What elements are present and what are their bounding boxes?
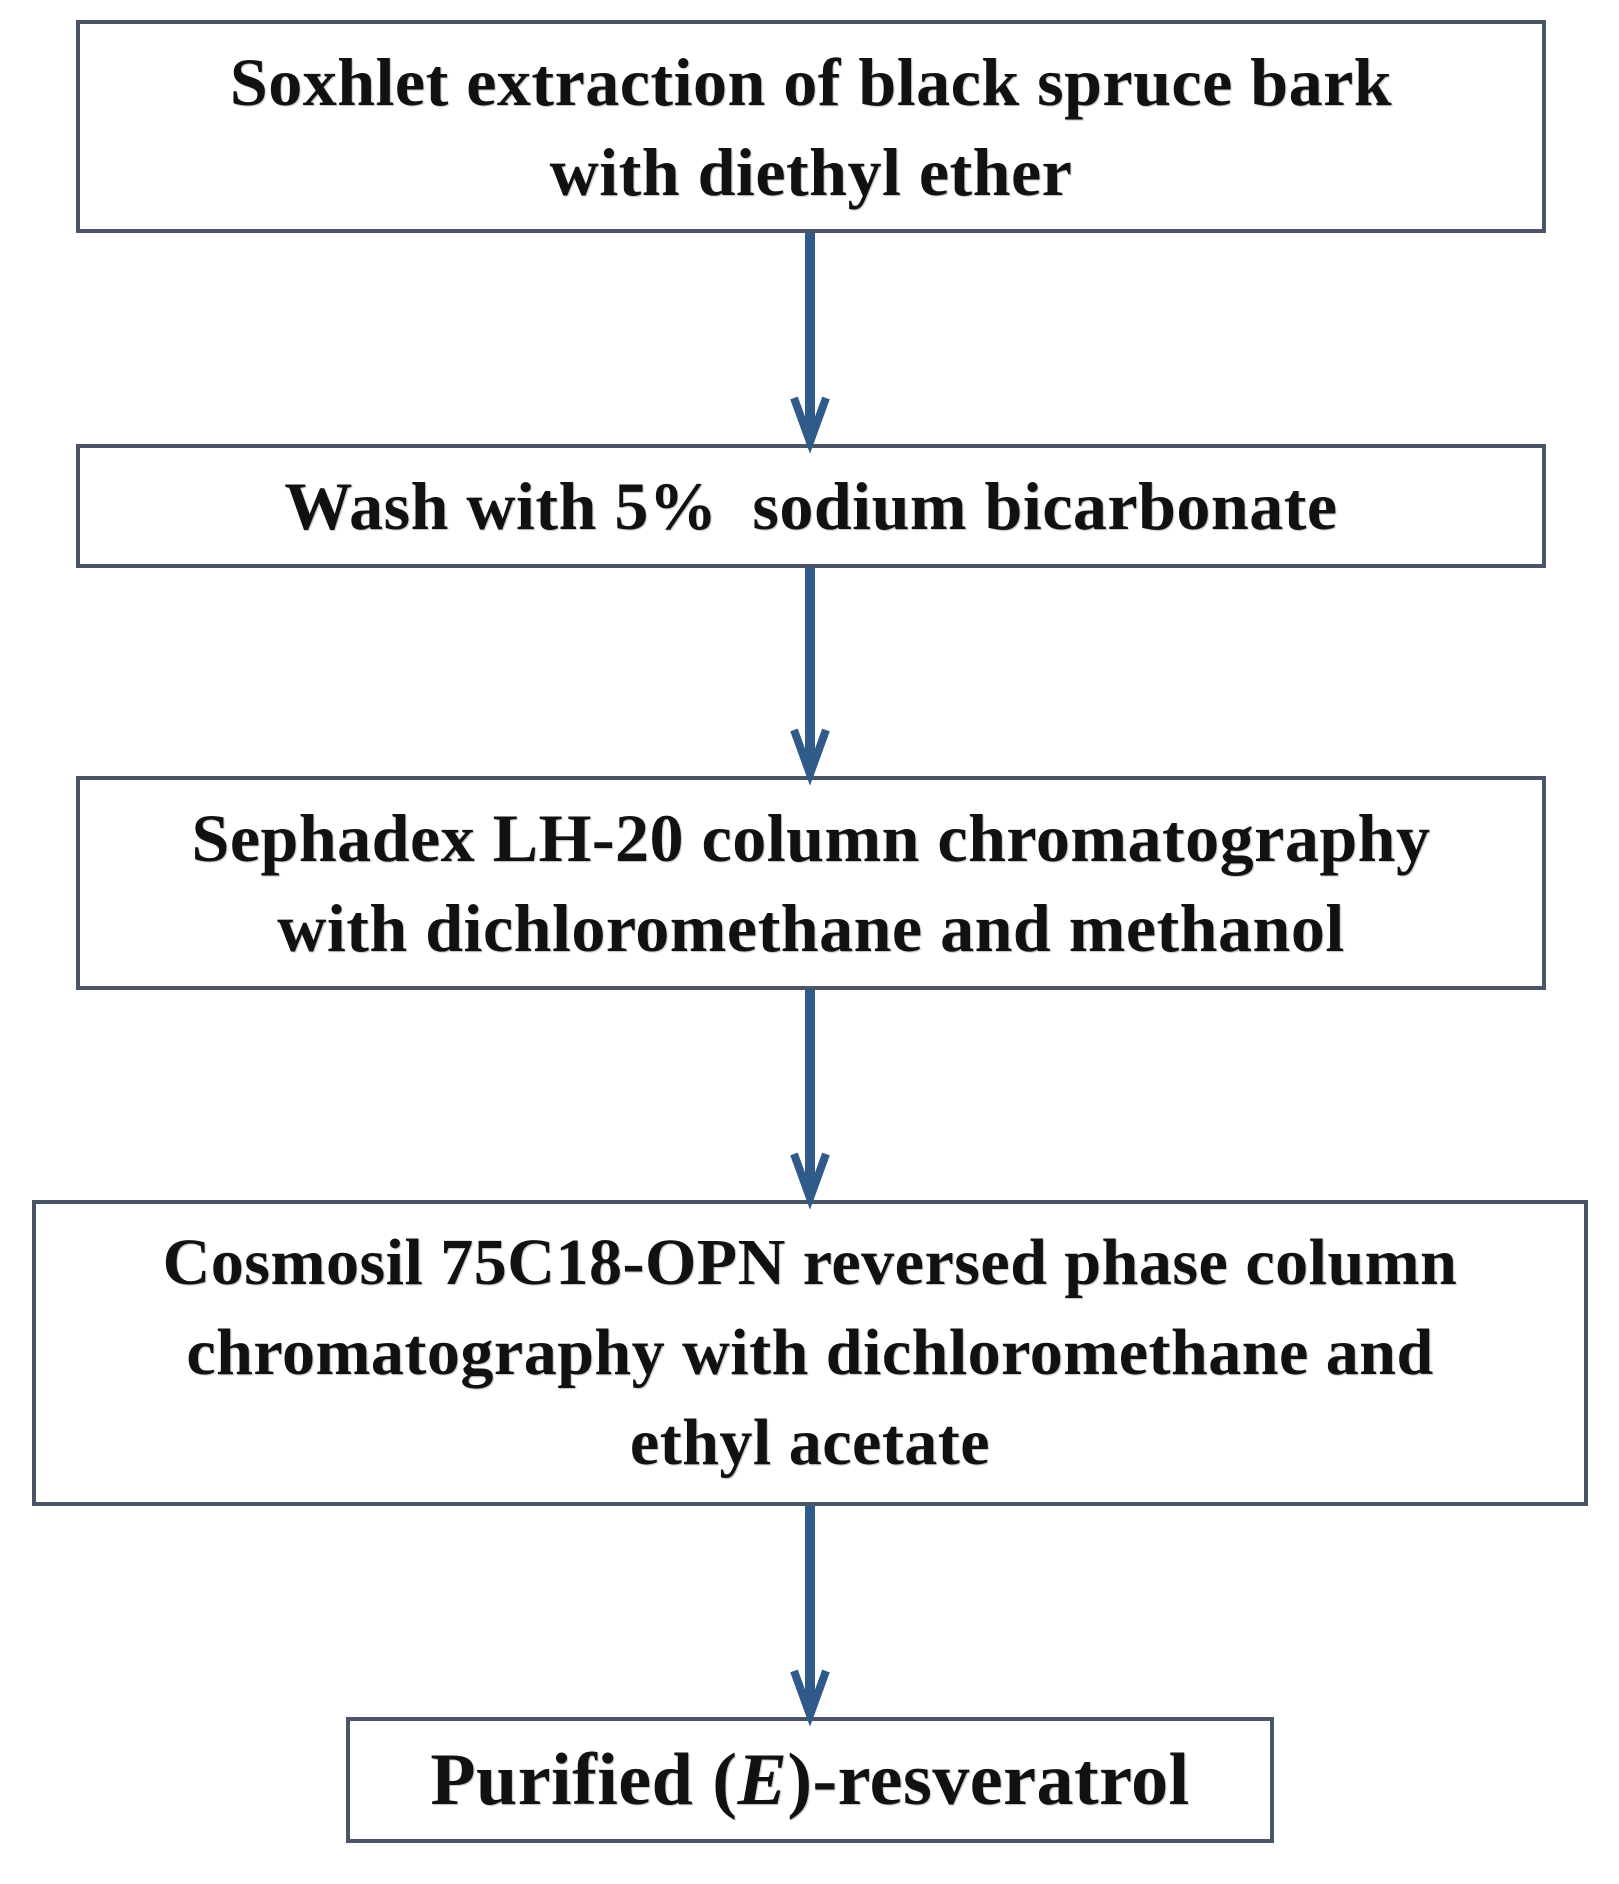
step-sephadex-box: Sephadex LH-20 column chromatography wit…: [76, 776, 1546, 990]
step-soxhlet-extraction-box: Soxhlet extraction of black spruce bark …: [76, 20, 1546, 233]
arrow-head-1: [790, 396, 830, 454]
step-wash-line-1: Wash with 5% sodium bicarbonate: [284, 468, 1338, 544]
arrow-head-3: [790, 1152, 830, 1210]
step-soxhlet-line-1: Soxhlet extraction of black spruce bark: [229, 43, 1393, 120]
arrow-head-4: [790, 1669, 830, 1727]
result-isomer-italic: E: [737, 1739, 788, 1821]
result-prefix: Purified (: [430, 1739, 738, 1821]
step-cosmosil-line-1: Cosmosil 75C18-OPN reversed phase column: [162, 1226, 1458, 1299]
result-resveratrol-box: Purified (E)-resveratrol: [346, 1717, 1274, 1843]
step-sephadex-line-1: Sephadex LH-20 column chromatography: [191, 800, 1431, 876]
step-cosmosil-line-2: chromatography with dichloromethane and: [186, 1316, 1434, 1389]
result-suffix: )-resveratrol: [787, 1739, 1190, 1821]
step-cosmosil-line-3: ethyl acetate: [629, 1406, 991, 1479]
step-cosmosil-box: Cosmosil 75C18-OPN reversed phase column…: [32, 1200, 1588, 1506]
arrow-head-2: [790, 728, 830, 786]
result-label: Purified (E)-resveratrol: [430, 1735, 1189, 1825]
step-sephadex-line-2: with dichloromethane and methanol: [277, 890, 1345, 966]
step-soxhlet-line-2: with diethyl ether: [549, 133, 1073, 210]
step-wash-box: Wash with 5% sodium bicarbonate: [76, 444, 1546, 568]
